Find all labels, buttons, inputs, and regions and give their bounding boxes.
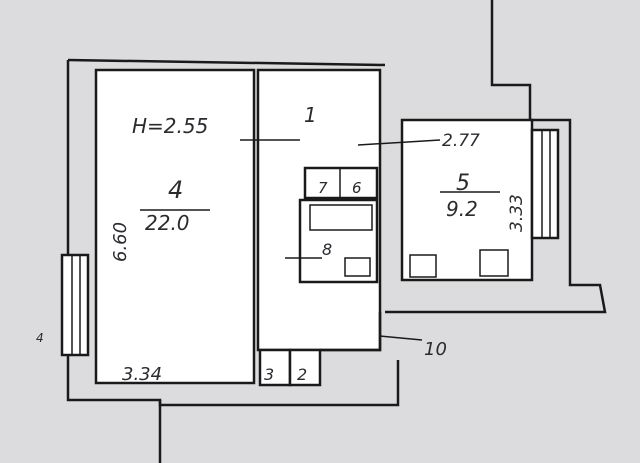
window-left <box>60 253 90 357</box>
room-8 <box>298 198 379 284</box>
left-mark: 4 <box>36 331 44 345</box>
outer-wall-right <box>385 0 607 314</box>
room-4-number: 4 <box>168 176 183 204</box>
room-4-width: 3.34 <box>122 364 162 385</box>
room-6-number: 6 <box>352 179 362 197</box>
room-4-length: 6.60 <box>110 222 131 262</box>
walls <box>60 0 607 463</box>
room-10-number: 10 <box>424 339 447 360</box>
room-5-area: 9.2 <box>446 197 478 221</box>
room-3 <box>258 348 292 387</box>
room-8-number: 8 <box>322 240 332 259</box>
window-right <box>530 128 560 240</box>
leader-10 <box>379 335 423 341</box>
outer-wall-left <box>66 60 162 463</box>
room-7-number: 7 <box>318 179 328 197</box>
room-4-area: 22.0 <box>145 211 190 235</box>
room-1-number: 1 <box>304 103 317 127</box>
ceiling-height-label: H=2.55 <box>132 114 208 138</box>
room-2 <box>288 348 322 387</box>
room-5-number: 5 <box>456 171 470 196</box>
passage-wall <box>320 312 382 352</box>
outer-wall-top <box>67 58 386 67</box>
stove-fixture <box>479 249 509 277</box>
room-2-number: 2 <box>297 365 307 384</box>
room-6-7-block <box>303 166 379 200</box>
bottom-wall <box>158 360 400 407</box>
washbasin <box>344 257 371 277</box>
room-5-length: 3.33 <box>507 194 527 232</box>
room-5 <box>400 118 534 282</box>
sink-fixture <box>409 254 437 278</box>
bathtub <box>309 204 373 231</box>
room-5-width: 2.77 <box>442 131 480 151</box>
labels: H=2.55 1 4 22.0 6.60 3.34 5 9.2 2.77 3.3… <box>36 103 527 385</box>
room-4 <box>94 68 256 385</box>
room-3-number: 3 <box>264 365 274 384</box>
leader-2-77 <box>357 139 441 146</box>
